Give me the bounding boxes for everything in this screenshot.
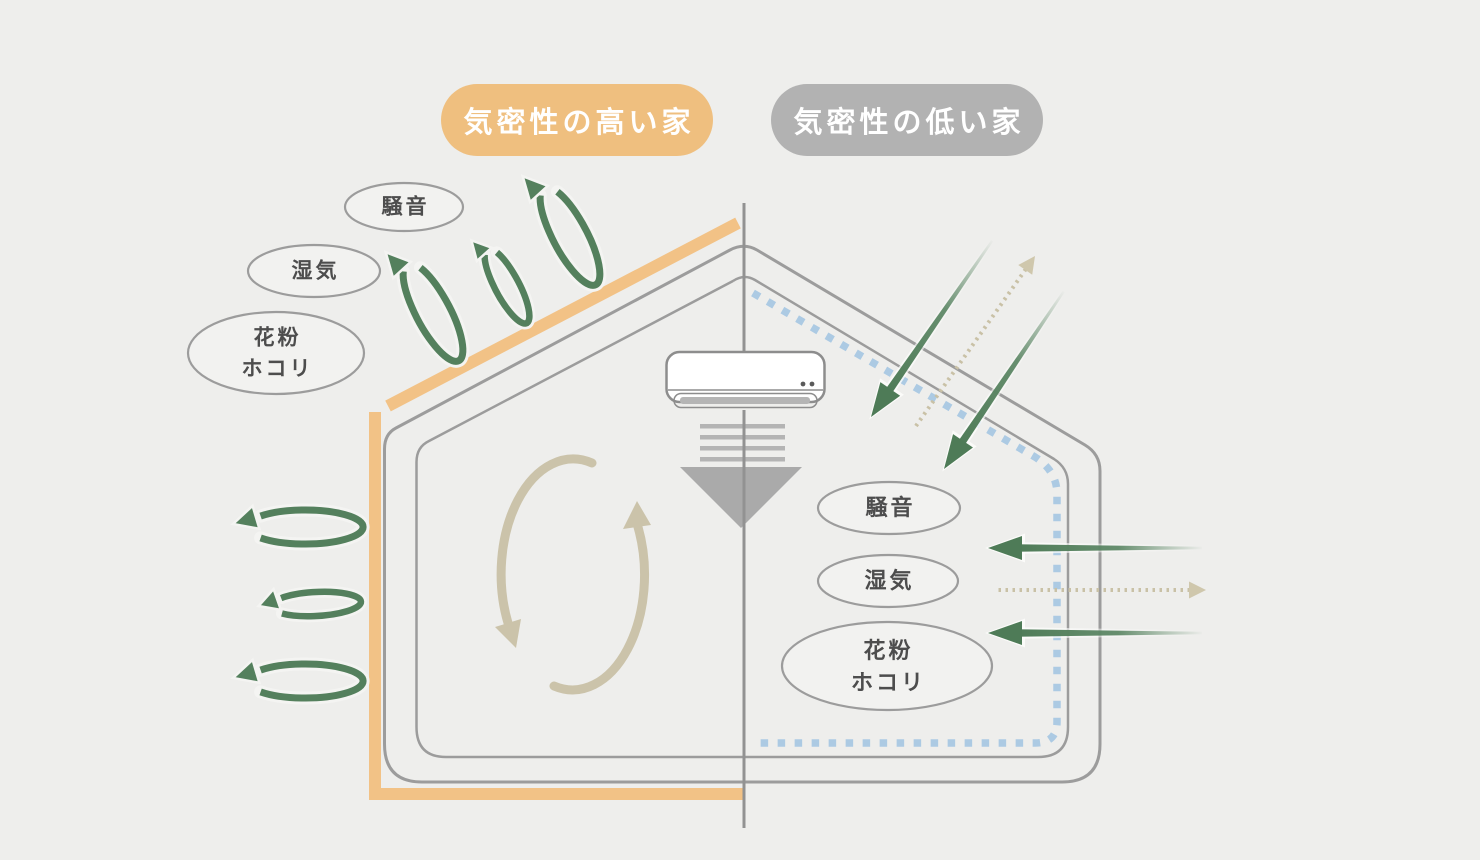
bounce-arrow-roof-1 bbox=[381, 238, 474, 370]
infiltration-arrow-wall-1 bbox=[985, 533, 1204, 563]
ac-body bbox=[665, 350, 826, 404]
label-pollen-outside: 花粉 bbox=[253, 326, 302, 350]
label-moisture-inside: 湿気 bbox=[864, 568, 915, 593]
moisture-bubble-inside bbox=[816, 553, 960, 609]
airflow-triangle bbox=[680, 467, 802, 528]
label-bubbles bbox=[186, 181, 994, 712]
label-dust-inside: ホコリ bbox=[850, 670, 927, 695]
label-pollen-inside: 花粉 bbox=[863, 638, 914, 663]
noise-bubble-inside bbox=[816, 480, 962, 536]
infiltration-arrow-roof-2 bbox=[930, 281, 1077, 480]
circulation-arrow-down-head bbox=[495, 619, 521, 648]
bounce-arrow-roof-3 bbox=[518, 162, 611, 294]
ac-airflow bbox=[680, 424, 802, 528]
noise-bubble-outside bbox=[343, 181, 465, 233]
bounce-arrow-wall-1 bbox=[233, 506, 363, 544]
house-outer-wall bbox=[383, 244, 1102, 784]
airtight-band-roof bbox=[385, 217, 741, 412]
label-dust-outside: ホコリ bbox=[241, 357, 314, 381]
ac-indicator-light-2 bbox=[809, 381, 815, 387]
house-inner-wall bbox=[415, 275, 1070, 759]
ac-vent-outline bbox=[673, 392, 818, 409]
infiltration-arrow-wall-2 bbox=[985, 618, 1204, 648]
air-conditioner bbox=[665, 350, 826, 409]
circulation-arrow-up bbox=[549, 522, 650, 695]
ac-vent-bar bbox=[680, 397, 810, 404]
bounce-arrow-roof-2 bbox=[467, 230, 537, 330]
circulation-arrows bbox=[495, 454, 651, 695]
bounce-arrow-wall-2 bbox=[258, 584, 362, 619]
pollen-bubble-inside bbox=[780, 620, 994, 712]
ac-indicator-light-1 bbox=[800, 381, 806, 387]
circulation-arrow-down bbox=[496, 454, 597, 628]
pollen-bubble-outside bbox=[186, 310, 366, 396]
label-moisture-outside: 湿気 bbox=[291, 259, 340, 283]
moisture-bubble-outside bbox=[246, 243, 382, 299]
badge-airtight-high: 気密性の高い家 bbox=[441, 84, 713, 156]
circulation-arrow-up-head bbox=[623, 501, 651, 529]
airtight-band-wall-floor bbox=[369, 412, 744, 800]
label-noise-inside: 騒音 bbox=[865, 495, 916, 520]
bounce-arrow-wall-3 bbox=[233, 660, 363, 698]
label-noise-outside: 騒音 bbox=[381, 195, 430, 219]
badge-airtight-low: 気密性の低い家 bbox=[771, 84, 1043, 156]
